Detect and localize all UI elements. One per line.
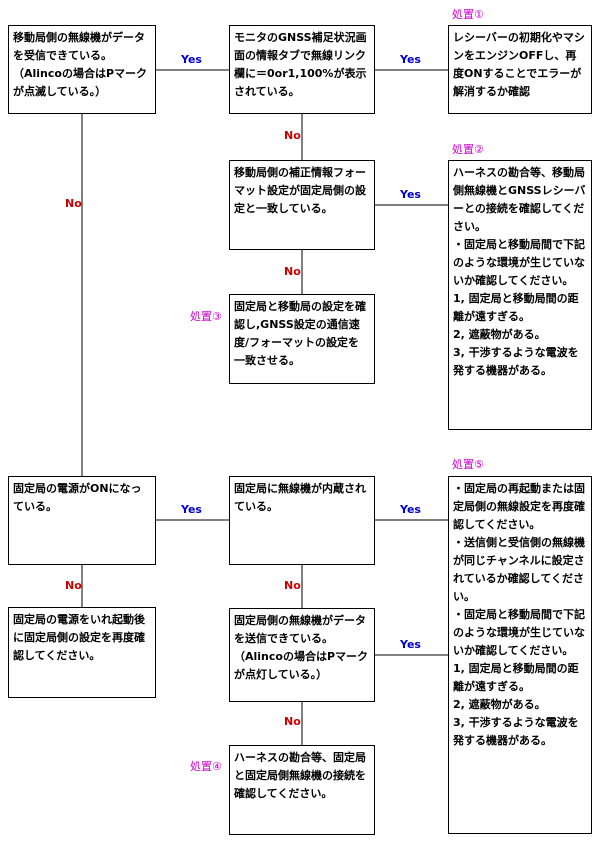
- label-yes-b11-b9: Yes: [400, 638, 421, 651]
- label-no-b2-b4: No: [284, 129, 301, 142]
- node-base-power-action: 固定局の電源をいれ起動後に固定局側の設定を再度確認してください。: [8, 607, 156, 698]
- label-yes-b7-b8: Yes: [181, 503, 202, 516]
- tag-action-3: 処置③: [190, 310, 222, 323]
- node-action-1: レシーバーの初期化やマシンをエンジンOFFし、再度ONすることでエラーが解消する…: [448, 25, 592, 114]
- label-no-b7-b10: No: [65, 579, 82, 592]
- node-base-power-on: 固定局の電源がONになっている。: [8, 476, 156, 565]
- label-no-b4-b6: No: [284, 265, 301, 278]
- node-action-3: 固定局と移動局の設定を確認し,GNSS設定の通信速度/フォーマットの設定を一致さ…: [229, 294, 375, 384]
- node-action-4: ハーネスの勘合等、固定局と固定局側無線機の接続を確認してください。: [229, 745, 375, 835]
- label-yes-b8-b9: Yes: [400, 503, 421, 516]
- label-no-b11-b12: No: [284, 715, 301, 728]
- tag-action-4: 処置④: [190, 760, 222, 773]
- label-no-b8-b11: No: [284, 579, 301, 592]
- node-base-radio-builtin: 固定局に無線機が内蔵されている。: [229, 476, 375, 565]
- node-base-radio-sending: 固定局側の無線機がデータを送信できている。 （Alincoの場合はPマークが点灯…: [229, 608, 375, 702]
- label-yes-b2-b3: Yes: [400, 53, 421, 66]
- label-yes-b1-b2: Yes: [181, 53, 202, 66]
- node-action-5: ・固定局の再起動または固定局側の無線設定を再度確認してください。 ・送信側と受信…: [448, 476, 592, 834]
- label-yes-b4-b5: Yes: [400, 188, 421, 201]
- label-no-b1-b7: No: [65, 197, 82, 210]
- tag-action-5: 処置⑤: [452, 458, 484, 471]
- tag-action-2: 処置②: [452, 143, 484, 156]
- node-mobile-format-setting: 移動局側の補正情報フォーマット設定が固定局側の設定と一致している。: [229, 160, 375, 250]
- node-gnss-monitor-link: モニタのGNSS補足状況画面の情報タブで無線リンク欄に＝0or1,100%が表示…: [229, 25, 375, 114]
- node-mobile-radio-receiving: 移動局側の無線機がデータを受信できている。 （Alincoの場合はPマークが点滅…: [8, 25, 156, 114]
- tag-action-1: 処置①: [452, 8, 484, 21]
- node-action-2: ハーネスの勘合等、移動局側無線機とGNSSレシーバーとの接続を確認してください。…: [448, 160, 592, 430]
